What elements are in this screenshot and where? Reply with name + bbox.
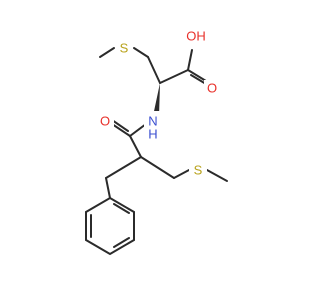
bond-ch2-s-bottom — [173, 169, 190, 179]
bond-ch2-alpha — [147, 56, 161, 84]
ring-double-bond-2 — [113, 237, 130, 248]
bond-alpha-carboxyl — [159, 69, 189, 84]
stereo-wedge-bond — [153, 83, 160, 117]
benzene-ring — [85, 196, 135, 256]
bond-carboxyl-o-2 — [190, 74, 207, 85]
bonds — [85, 47, 228, 256]
nitrogen-label: N — [148, 114, 157, 129]
hydroxyl-label: OH — [186, 29, 206, 44]
bond-carboxyl-o-1 — [187, 69, 207, 82]
bond-amide-o-2 — [111, 119, 129, 132]
nitrogen-hydrogen-label: H — [148, 127, 157, 142]
acid-oxygen-label: O — [207, 81, 217, 96]
ring-double-bond-1 — [113, 203, 130, 214]
bond-amide-ch — [129, 135, 142, 158]
bond-amide-o-1 — [111, 123, 131, 137]
bond-methyl-s-top — [99, 47, 115, 58]
amide-oxygen-label: O — [100, 114, 110, 129]
atom-labels: S OH O N H O S — [98, 27, 220, 179]
bond-ch-ch2-s — [140, 156, 175, 179]
bond-s-bottom-methyl — [206, 169, 228, 182]
sulfur-top-label: S — [120, 41, 129, 56]
bond-s-top-ch2 — [133, 47, 149, 58]
sulfur-bottom-label: S — [194, 163, 203, 178]
bond-carboxyl-oh — [187, 49, 193, 71]
bond-n-amide-c — [129, 123, 147, 137]
molecule-structure: S OH O N H O S — [85, 27, 228, 256]
bond-benzyl-ring — [105, 177, 111, 199]
bond-ch-benzyl — [105, 156, 142, 179]
